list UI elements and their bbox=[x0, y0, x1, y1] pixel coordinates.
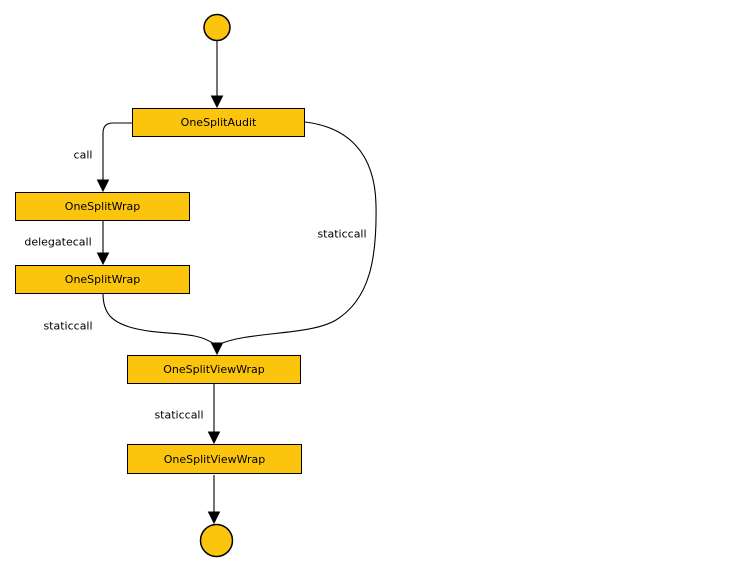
start-node-circle bbox=[203, 13, 231, 42]
end-node-circle bbox=[199, 523, 234, 558]
node-onesplitwrap-2: OneSplitWrap bbox=[15, 265, 190, 294]
edge-wrap2-to-view1 bbox=[102, 292, 215, 345]
arrowhead-audit-to-wrap1 bbox=[96, 179, 110, 193]
node-onesplitwrap-1: OneSplitWrap bbox=[15, 192, 190, 221]
edge-label-staticcall-mid: staticcall bbox=[154, 408, 204, 422]
edge-audit-to-view1 bbox=[219, 121, 377, 345]
edge-label-delegatecall: delegatecall bbox=[24, 235, 92, 249]
node-onesplitviewwrap-2: OneSplitViewWrap bbox=[127, 444, 302, 474]
edge-audit-to-wrap1 bbox=[102, 122, 132, 180]
arrowhead-into-view1 bbox=[210, 342, 224, 356]
arrowhead-view1-to-view2 bbox=[207, 431, 221, 445]
arrowhead-start-to-audit bbox=[210, 95, 224, 109]
edge-label-staticcall-right: staticcall bbox=[317, 227, 367, 241]
arrowhead-wrap1-to-wrap2 bbox=[96, 252, 110, 266]
node-onesplitviewwrap-1: OneSplitViewWrap bbox=[127, 355, 301, 384]
edge-label-staticcall-left: staticcall bbox=[43, 319, 93, 333]
edge-label-call: call bbox=[73, 148, 93, 162]
arrowhead-view2-to-end bbox=[207, 511, 221, 525]
node-onesplitaudit: OneSplitAudit bbox=[132, 108, 305, 137]
